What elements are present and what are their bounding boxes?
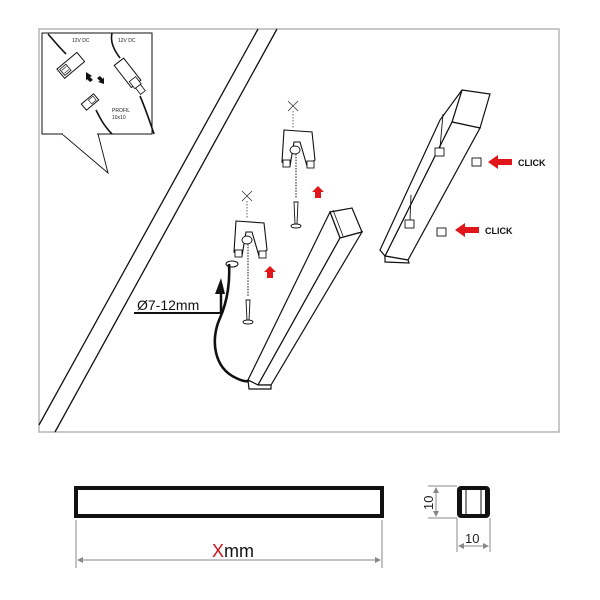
height-label: 10 [421, 496, 436, 510]
inset-cable-right-lower [139, 95, 155, 135]
up-arrow-red-icon [312, 186, 324, 198]
click-label: CLICK [485, 226, 513, 236]
length-unit: mm [224, 541, 254, 561]
click-label: CLICK [518, 158, 546, 168]
connector-joined-icon [113, 57, 146, 95]
width-label: 10 [465, 531, 479, 546]
wall-edge [38, 28, 278, 433]
click-indicator-upper: CLICK [488, 155, 546, 169]
connector-male-icon [56, 51, 86, 80]
inset-profile-size: 10x10 [112, 115, 126, 121]
inset-cable-right [110, 32, 121, 59]
inset-callout: 12V DC 12V DC PROFIL 10x10 [41, 32, 155, 175]
profile-cross-section: 10 10 [421, 485, 491, 552]
inset-profile-label: PROFIL [112, 108, 130, 114]
screw-icon [290, 201, 302, 229]
mounting-clip-upper [281, 100, 324, 229]
led-profile-clipped [379, 89, 491, 264]
click-indicator-lower: CLICK [455, 223, 513, 237]
cross-mark-icon [241, 190, 253, 202]
power-cable [213, 263, 255, 383]
left-arrow-red-icon [488, 155, 512, 169]
led-profile-main [247, 207, 364, 390]
cable-entry: Ø7-12mm [134, 260, 255, 383]
mounting-clip-lower [233, 190, 276, 325]
up-arrow-red-icon [264, 266, 276, 278]
screw-icon [242, 299, 254, 325]
cable-diameter-label: Ø7-12mm [137, 297, 199, 313]
up-arrow-black-icon [215, 278, 225, 294]
inset-label-12v-left: 12V DC [72, 38, 90, 44]
left-arrow-red-icon [455, 223, 479, 237]
cross-mark-icon [287, 100, 299, 112]
inset-label-12v-right: 12V DC [118, 38, 136, 44]
inset-cable-bottom [95, 109, 113, 135]
clip-tab-icon [404, 113, 482, 237]
profile-length-drawing: Xmm [74, 486, 384, 568]
svg-text:Xmm: Xmm [212, 541, 254, 561]
length-variable: X [212, 541, 224, 561]
inset-cable-left [47, 33, 67, 55]
push-arrow-icon [86, 72, 93, 82]
connector-female-icon [80, 93, 100, 111]
push-arrow-icon [97, 76, 104, 84]
